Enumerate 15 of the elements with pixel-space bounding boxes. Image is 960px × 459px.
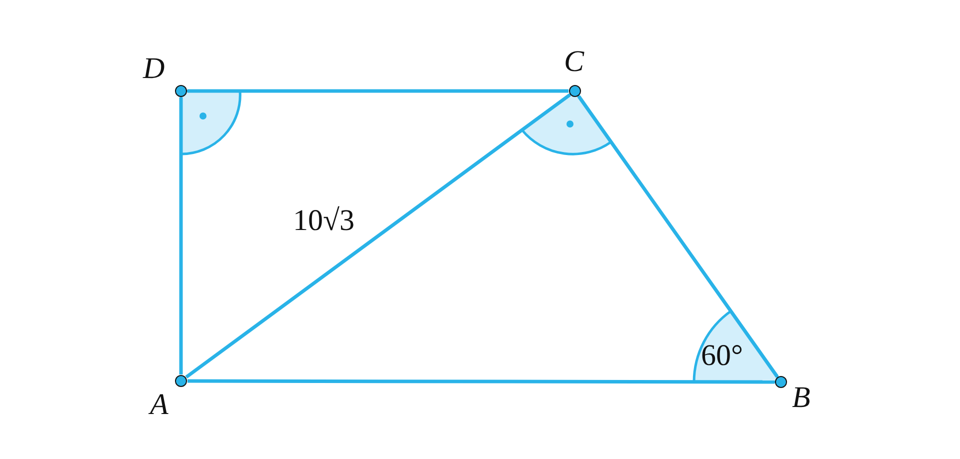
point-marker: [774, 376, 786, 388]
point-label: A: [150, 390, 168, 420]
line-segment: [577, 95, 779, 378]
angle-label: 60°: [701, 341, 743, 371]
line-segment: [188, 379, 774, 384]
point-label: D: [143, 54, 165, 84]
line-segment: [188, 89, 568, 93]
line-segment: [185, 93, 571, 379]
point-label: B: [792, 383, 810, 413]
point-label: C: [564, 47, 584, 77]
point-marker: [568, 84, 580, 96]
line-segment: [179, 98, 183, 374]
point-marker: [174, 84, 186, 96]
point-marker: [174, 374, 186, 386]
length-label: 10√3: [293, 206, 354, 236]
